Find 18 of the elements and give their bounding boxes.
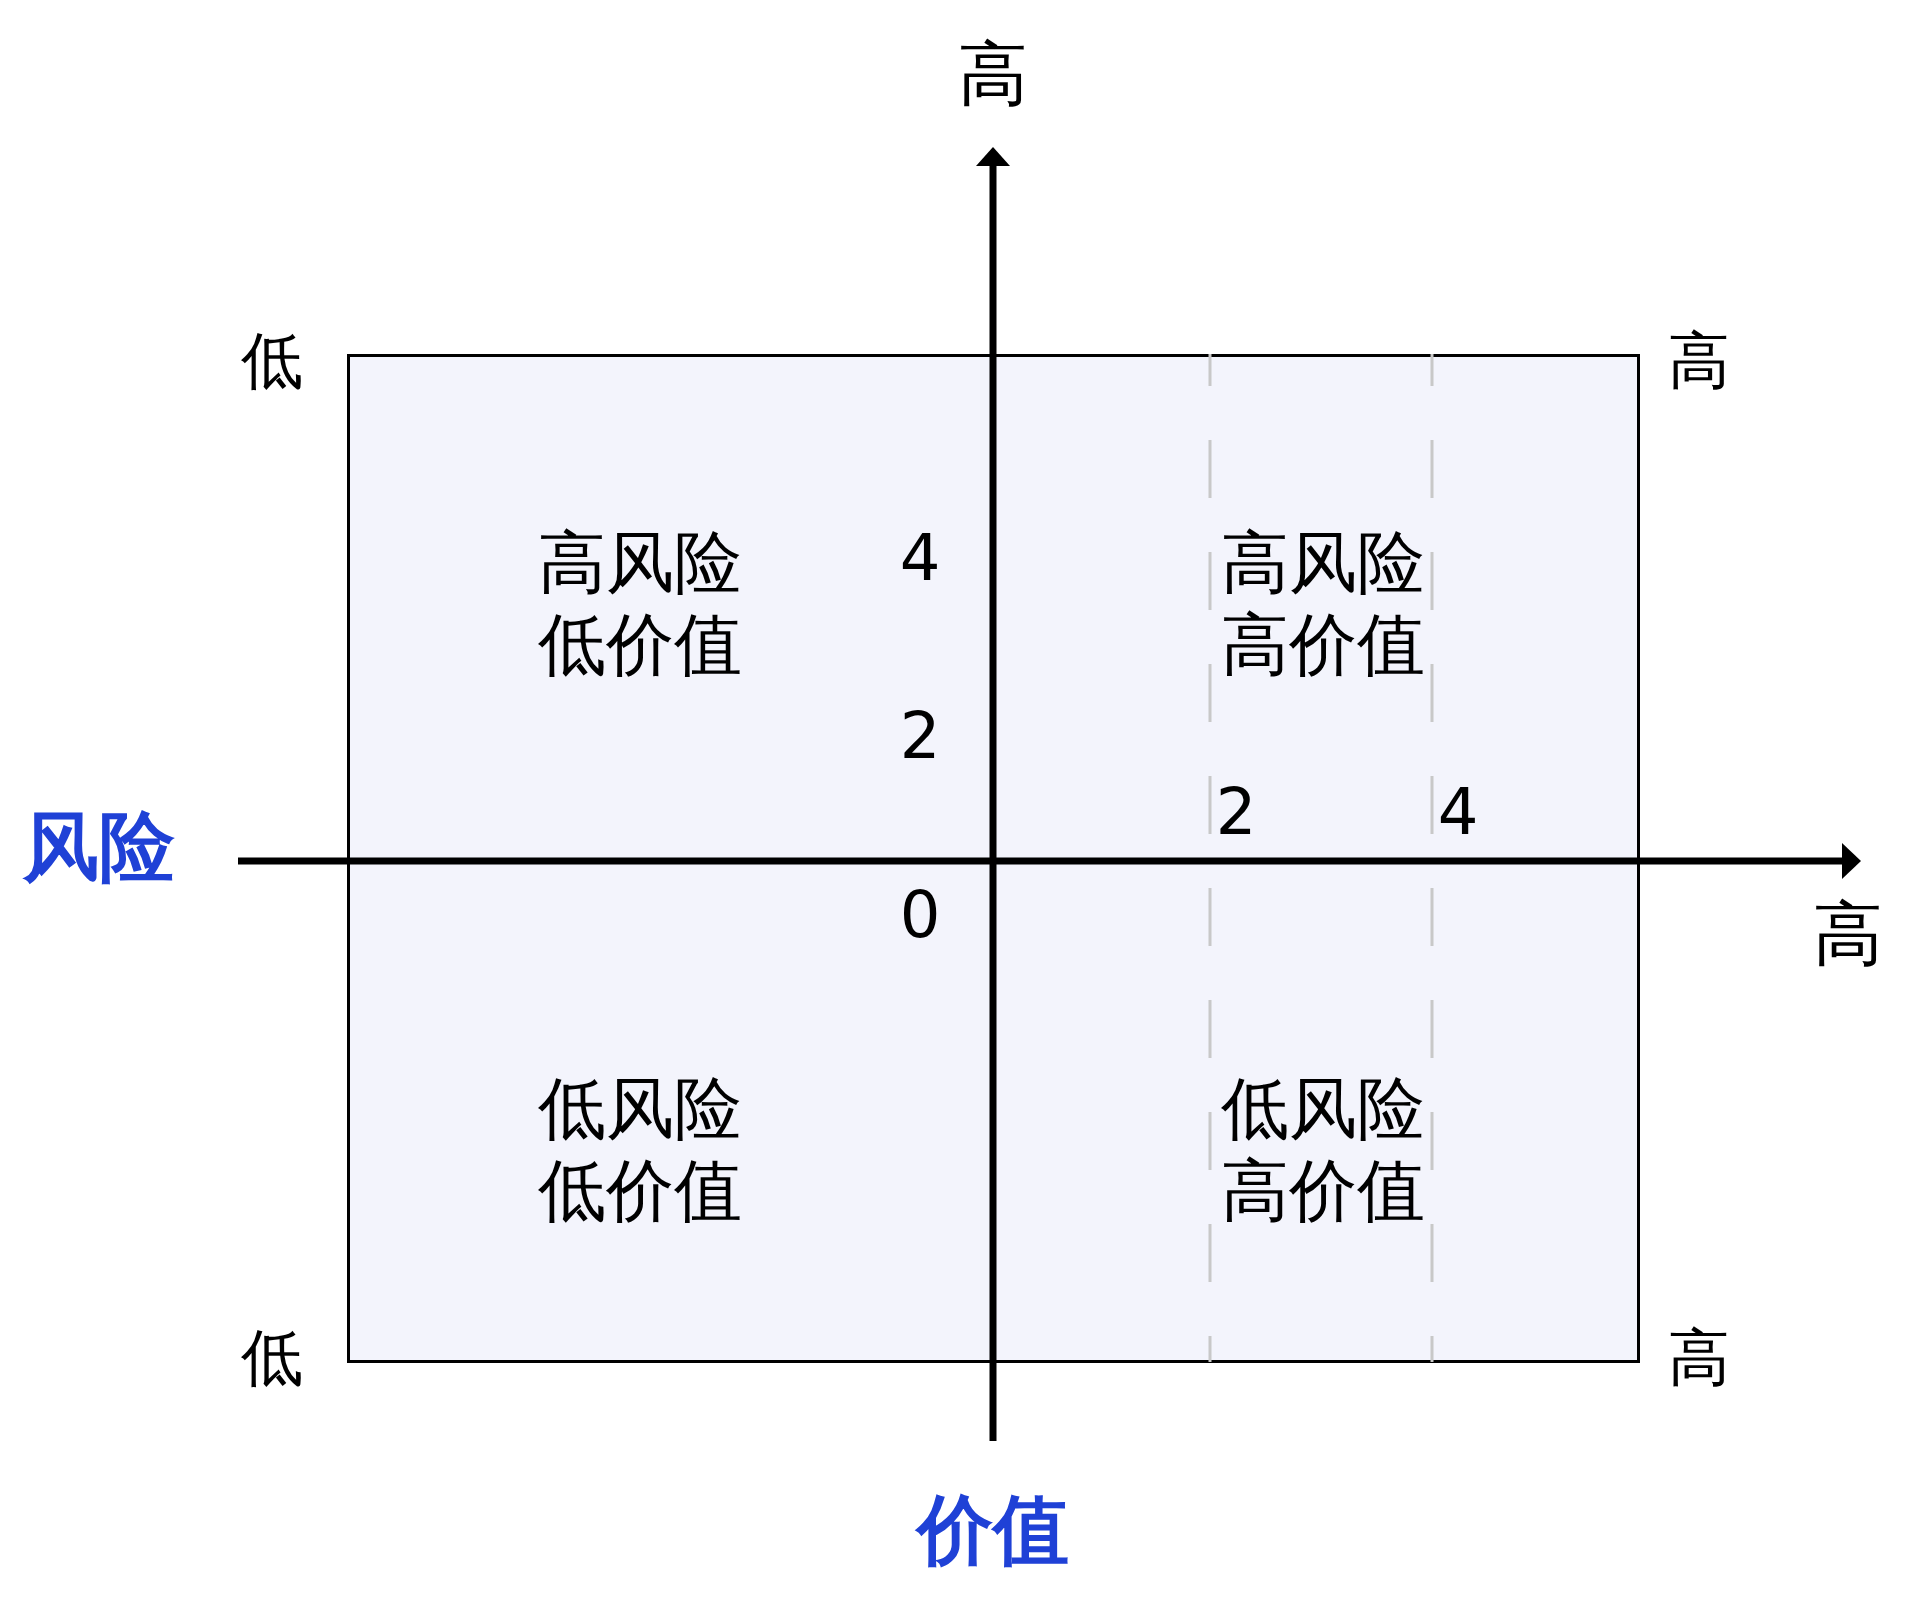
quadrant-label: 高风险低价值 [538,522,743,686]
tick-label: 2 [899,704,941,768]
axis-end-label: 高 [1813,899,1883,969]
tick-label: 4 [899,526,941,590]
axis-title: 风险 [23,809,175,885]
corner-label: 低 [241,1327,303,1389]
axis-end-label: 高 [958,39,1028,109]
quadrant-label: 低风险低价值 [538,1068,743,1232]
tick-label: 2 [1215,780,1257,844]
quadrant-panel [347,354,1640,1363]
tick-label: 4 [1437,780,1479,844]
corner-label: 低 [241,330,303,392]
quadrant-label: 高风险高价值 [1221,522,1426,686]
axis-title: 价值 [917,1492,1069,1568]
tick-label: 0 [899,883,941,947]
corner-label: 高 [1668,330,1730,392]
corner-label: 高 [1668,1327,1730,1389]
quadrant-label: 低风险高价值 [1221,1068,1426,1232]
